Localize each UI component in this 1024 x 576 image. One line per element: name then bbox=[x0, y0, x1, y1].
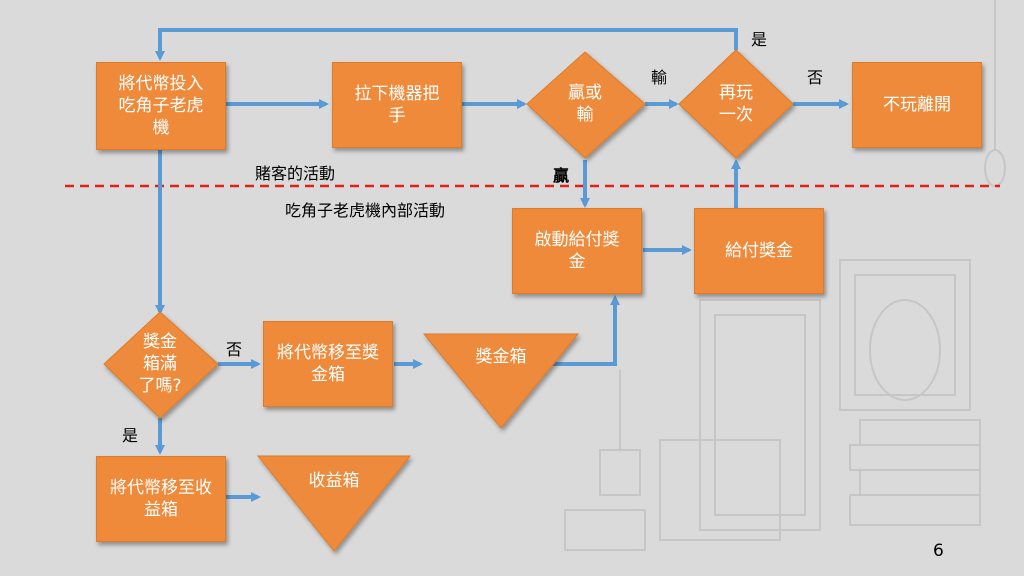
background-illustration bbox=[564, 0, 1006, 551]
stop-leave-box: 不玩離開 bbox=[852, 62, 982, 148]
pull-lever-label: 拉下機器把手 bbox=[354, 84, 440, 126]
prize-box-label: 獎金箱 bbox=[475, 347, 527, 367]
edge-label-lose: 輸 bbox=[651, 68, 668, 87]
revenue-box-shape bbox=[256, 455, 412, 552]
insert-coin-label: 將代幣投入吃角子老虎機 bbox=[118, 74, 204, 138]
revenue-box-label-wrap: 收益箱 bbox=[284, 468, 384, 494]
win-or-lose-label: 贏或輸 bbox=[568, 83, 602, 125]
decision-play-again-shape bbox=[678, 49, 794, 159]
insert-coin-box: 將代幣投入吃角子老虎機 bbox=[96, 62, 226, 150]
edge-label-no-right: 否 bbox=[807, 68, 824, 87]
edge-label-yes-top: 是 bbox=[751, 30, 768, 49]
prize-box-label-wrap: 獎金箱 bbox=[451, 344, 551, 370]
prize-box-full-label-wrap: 獎金箱滿了嗎? bbox=[128, 330, 192, 398]
page-number: 6 bbox=[933, 541, 944, 561]
decision-win-or-lose-shape bbox=[526, 51, 646, 159]
move-to-revenue-box: 將代幣移至收益箱 bbox=[96, 456, 226, 542]
pull-lever-box: 拉下機器把手 bbox=[332, 62, 462, 148]
connectors bbox=[155, 28, 849, 502]
edge-label-no-prize: 否 bbox=[226, 340, 243, 359]
move-to-revenue-label: 將代幣移至收益箱 bbox=[110, 478, 212, 520]
start-payout-label: 啟動給付獎金 bbox=[534, 230, 620, 272]
pay-prize-label: 給付獎金 bbox=[725, 241, 793, 261]
decision-prize-box-full-shape bbox=[103, 311, 219, 419]
win-or-lose-label-wrap: 贏或輸 bbox=[555, 80, 615, 128]
region-label-machine: 吃角子老虎機內部活動 bbox=[285, 201, 446, 220]
edge-label-yes-bottom: 是 bbox=[122, 426, 139, 445]
connector-prizebox-to-payout bbox=[550, 295, 620, 366]
pay-prize-box: 給付獎金 bbox=[694, 208, 824, 294]
move-to-prize-label: 將代幣移至獎金箱 bbox=[277, 343, 379, 385]
revenue-box-label: 收益箱 bbox=[308, 471, 360, 491]
start-payout-box: 啟動給付獎金 bbox=[512, 208, 642, 294]
edge-label-win: 贏 bbox=[553, 166, 570, 185]
play-again-label: 再玩一次 bbox=[719, 83, 753, 125]
region-label-gambler: 賭客的活動 bbox=[255, 164, 336, 183]
connector-again-loop-back bbox=[155, 28, 738, 61]
prize-box-full-label: 獎金箱滿了嗎? bbox=[138, 332, 182, 396]
move-to-prize-box: 將代幣移至獎金箱 bbox=[263, 321, 393, 407]
play-again-label-wrap: 再玩一次 bbox=[706, 80, 766, 128]
prize-box-shape bbox=[422, 333, 580, 429]
stop-leave-label: 不玩離開 bbox=[883, 95, 951, 115]
